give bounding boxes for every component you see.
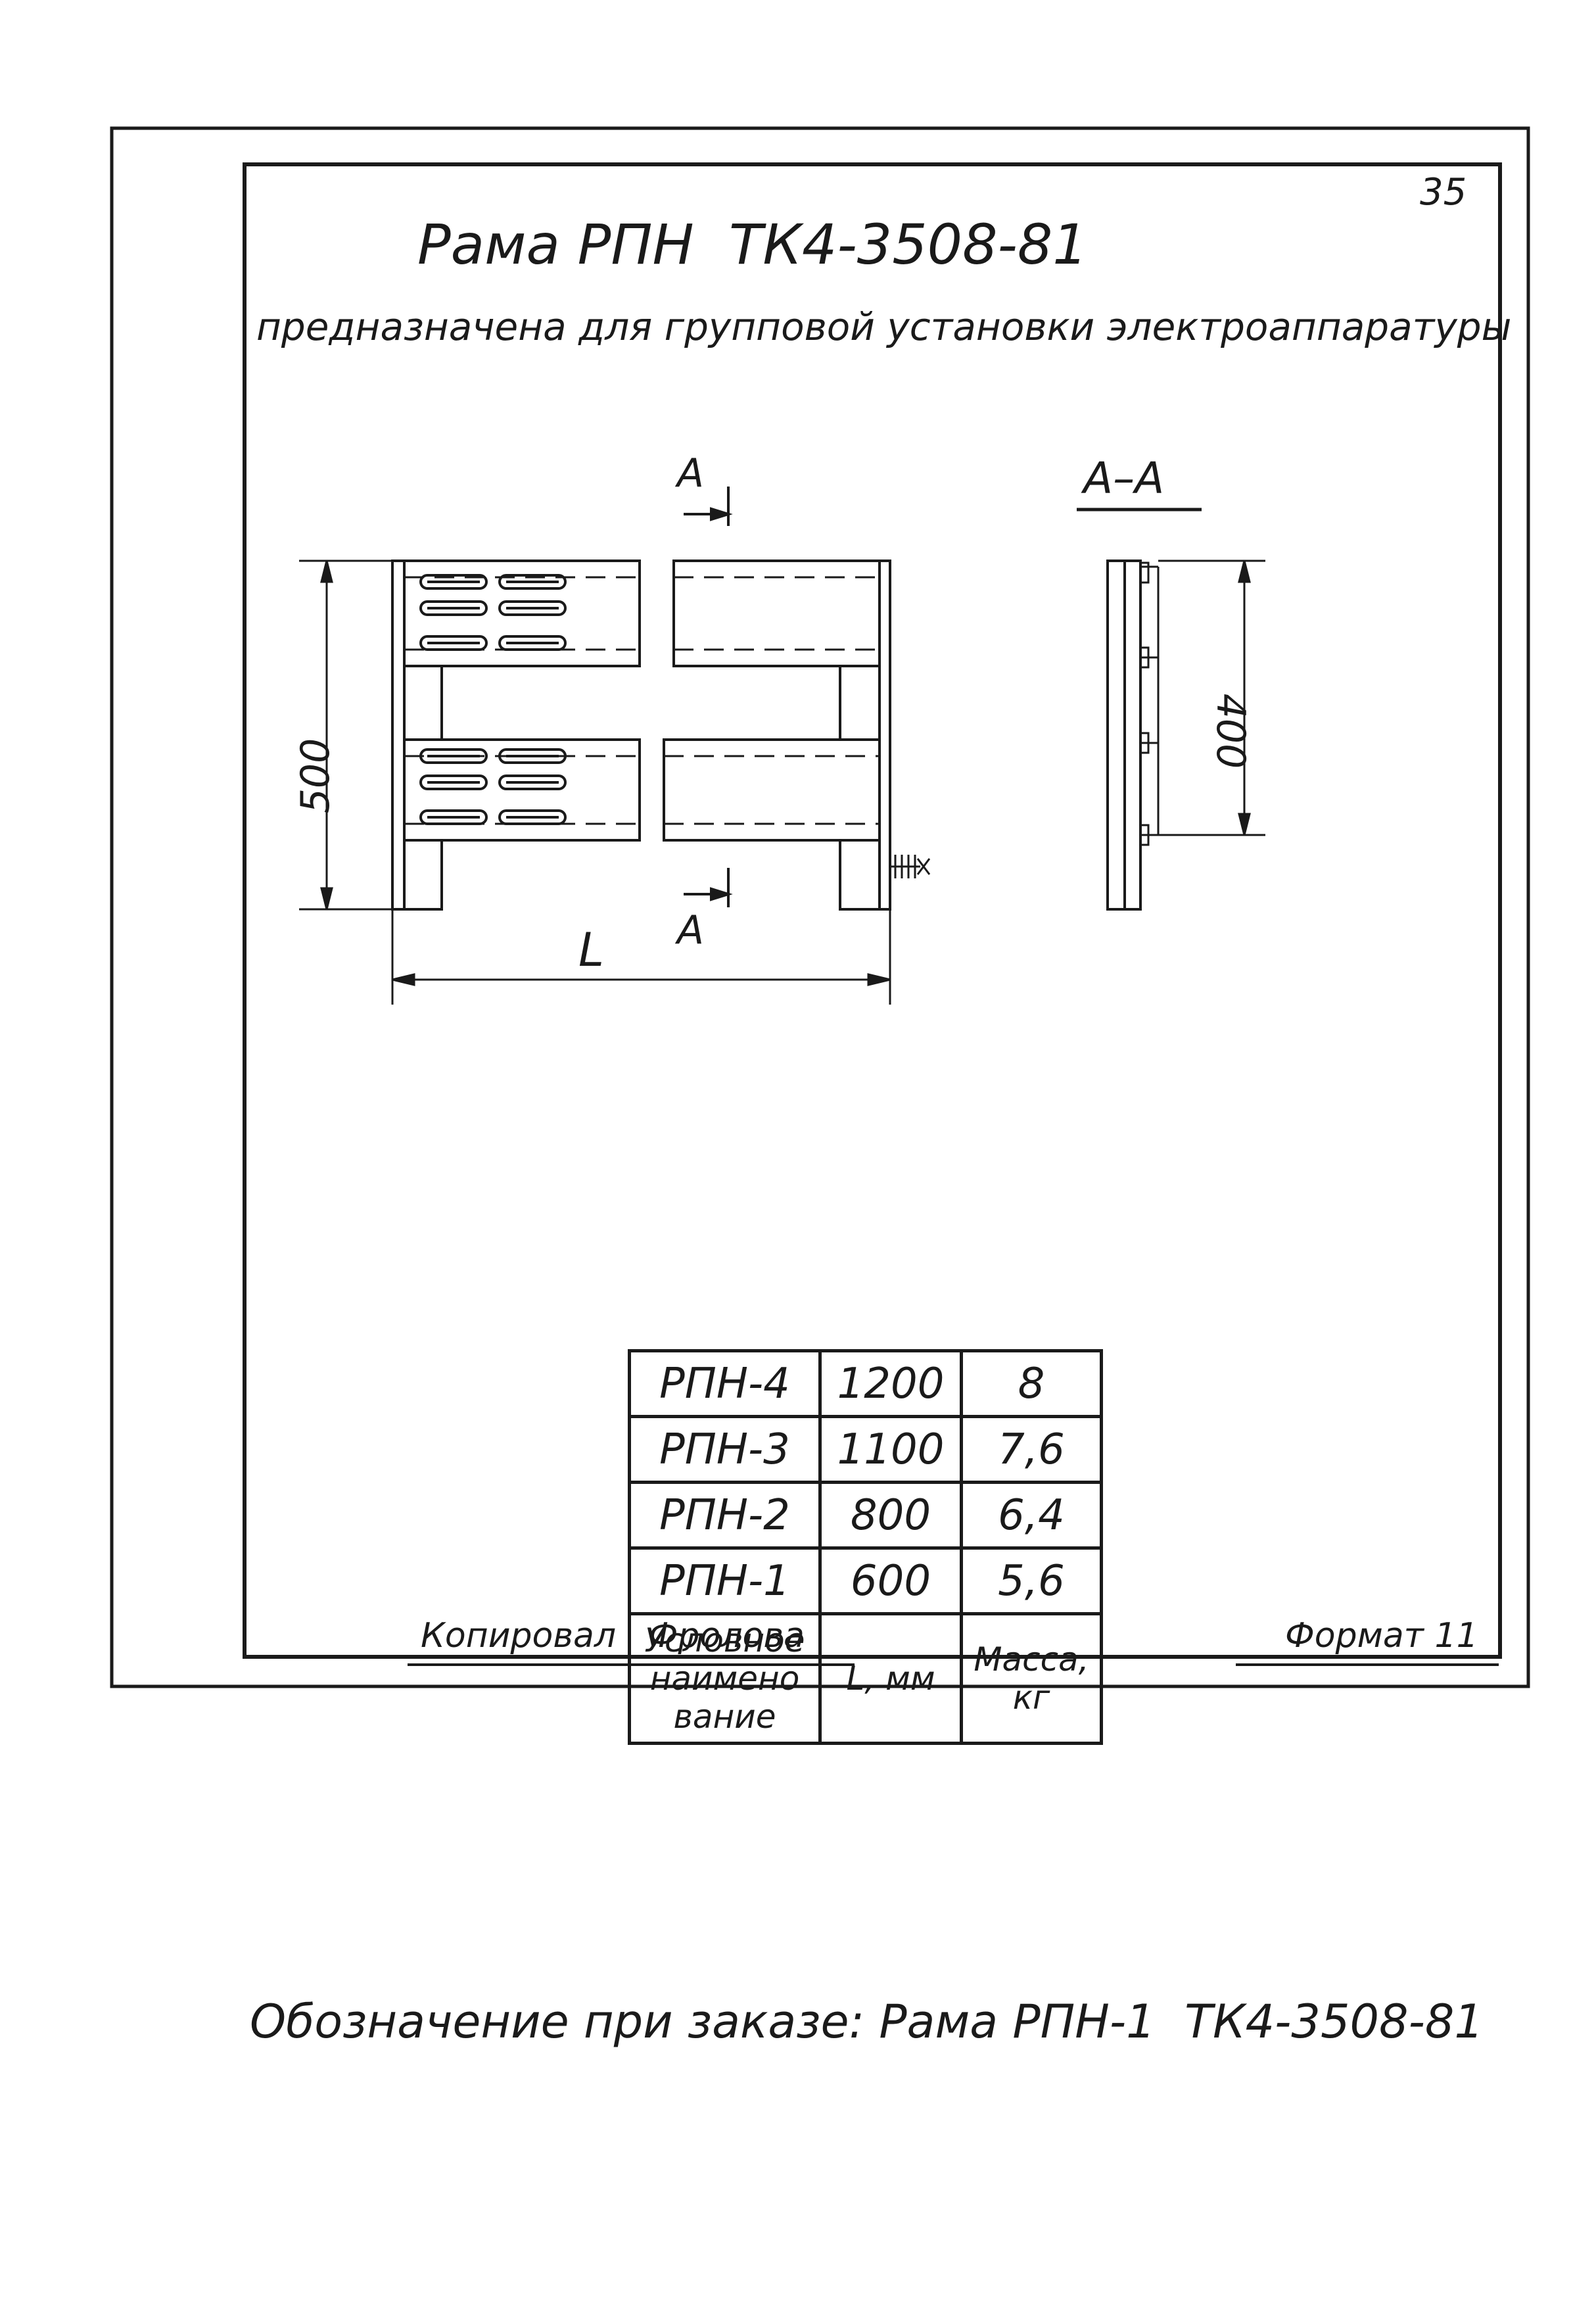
section-view-label: А–А <box>1083 453 1165 504</box>
table-cell-name: РПН-2 <box>628 1481 822 1550</box>
table-cell-name: РПН-3 <box>628 1415 822 1484</box>
table-row: РПН-3 1100 7,6 <box>628 1415 1103 1484</box>
header-mass-line1: Масса, <box>974 1640 1089 1679</box>
table-cell-mass: 6,4 <box>960 1481 1103 1550</box>
header-name-line1: Условное <box>644 1621 805 1659</box>
table-header-mass: Масса, кг <box>960 1612 1103 1745</box>
table-header-length: L, мм <box>818 1612 963 1745</box>
table-cell-mass: 8 <box>960 1349 1103 1418</box>
table-header-name: Условное наимено вание <box>628 1612 822 1745</box>
table-header-row: Условное наимено вание L, мм Масса, кг <box>628 1612 1103 1745</box>
table-cell-name: РПН-4 <box>628 1349 822 1418</box>
header-name-line2: наимено <box>649 1659 800 1698</box>
table-cell-name: РПН-1 <box>628 1546 822 1615</box>
footer-copied-by: Копировал Фролова <box>421 1616 805 1656</box>
spec-table: РПН-4 1200 8 РПН-3 1100 7,6 РПН-2 800 6,… <box>628 1349 1103 1745</box>
table-cell-mass: 7,6 <box>960 1415 1103 1484</box>
page-number: 35 <box>1420 171 1467 214</box>
header-name-line3: вание <box>673 1698 776 1736</box>
table-cell-length: 1200 <box>818 1349 963 1418</box>
table-row: РПН-4 1200 8 <box>628 1349 1103 1418</box>
table-cell-mass: 5,6 <box>960 1546 1103 1615</box>
front-view <box>299 487 931 1005</box>
table-cell-length: 1100 <box>818 1415 963 1484</box>
table-row: РПН-2 800 6,4 <box>628 1481 1103 1550</box>
dimension-500-label: 500 <box>293 738 339 814</box>
header-mass-line2: кг <box>1012 1679 1050 1717</box>
section-mark-bottom: А <box>677 907 705 953</box>
table-cell-length: 800 <box>818 1481 963 1550</box>
section-view <box>1077 508 1265 911</box>
dimension-l-label: L <box>578 923 604 977</box>
drawing-subtitle: предназначена для групповой установки эл… <box>256 304 1512 349</box>
footer-format: Формат 11 <box>1285 1616 1478 1656</box>
section-mark-top: А <box>677 450 705 496</box>
dimension-400-label: 400 <box>1208 693 1254 769</box>
table-cell-length: 600 <box>818 1546 963 1615</box>
order-note: Обозначение при заказе: Рама РПН-1 ТК4-3… <box>250 1995 1484 2049</box>
drawing-title: Рама РПН ТК4-3508-81 <box>417 212 1088 277</box>
table-row: РПН-1 600 5,6 <box>628 1546 1103 1615</box>
